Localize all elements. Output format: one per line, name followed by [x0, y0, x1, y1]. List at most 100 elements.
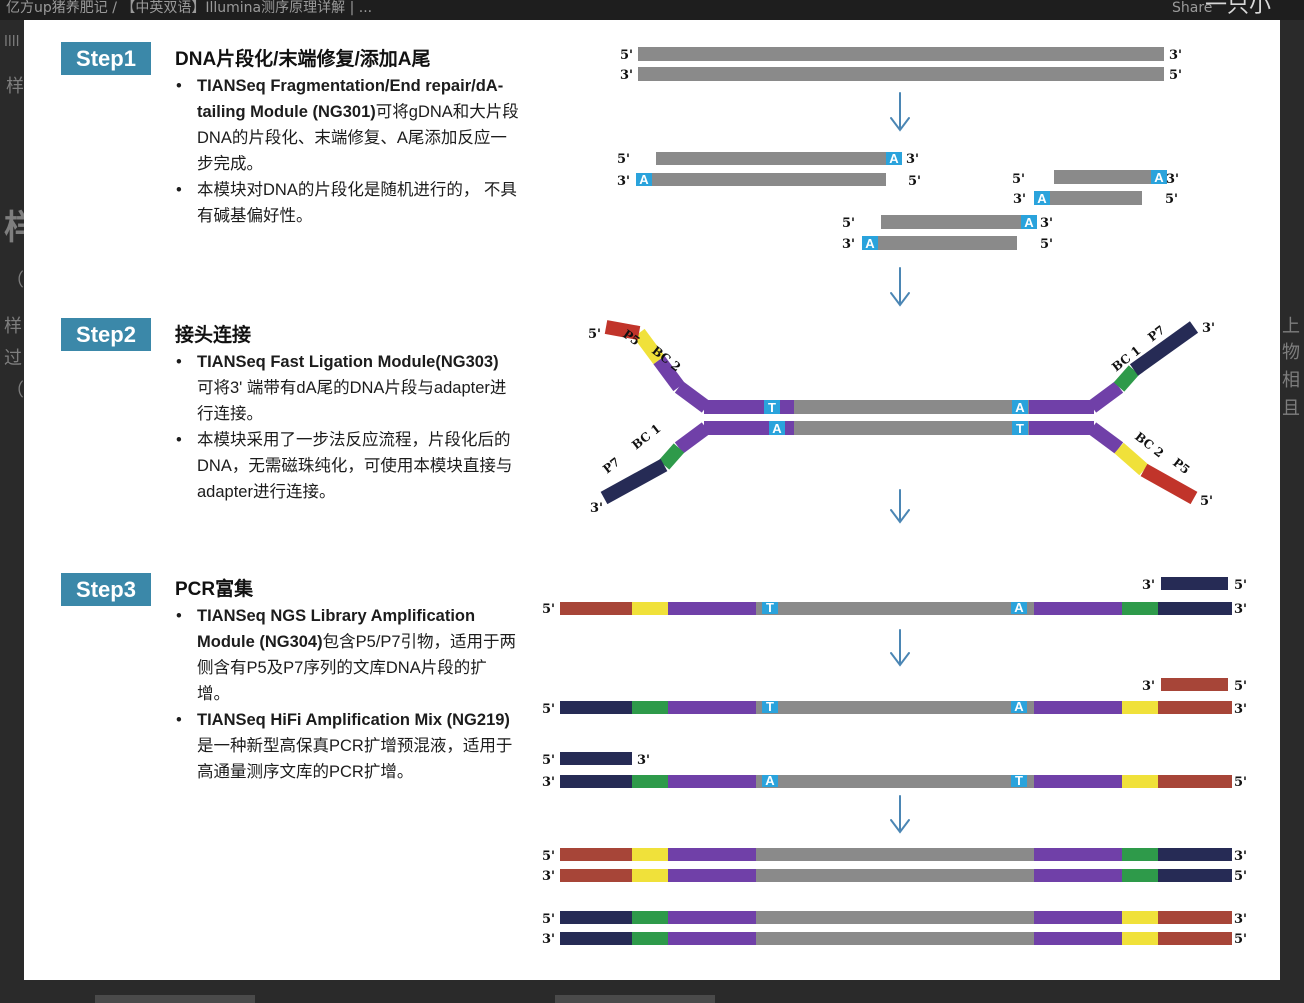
end-label: 3' — [637, 753, 650, 768]
library-strand — [560, 701, 632, 714]
end-label: 5' — [542, 753, 555, 768]
adapter-arm — [658, 443, 685, 470]
base-box — [862, 236, 878, 250]
bottom-tab[interactable] — [555, 995, 715, 1003]
adapter-arm — [1087, 422, 1124, 454]
end-label: 3' — [617, 174, 630, 189]
adapter-arm — [1114, 442, 1149, 476]
library-product — [668, 911, 756, 924]
step3-bullets: TIANSeq NGS Library Amplification Module… — [174, 603, 519, 785]
end-label: 5' — [1200, 494, 1213, 509]
library-product — [756, 848, 1034, 861]
base-box — [1034, 191, 1050, 205]
end-label: 5' — [908, 174, 921, 189]
dna-fragment — [1054, 170, 1152, 184]
base-box — [762, 602, 778, 614]
base-label: T — [766, 600, 774, 615]
end-label: 5' — [1169, 68, 1182, 83]
base-box — [886, 152, 902, 165]
base-label: T — [766, 699, 774, 714]
end-label: 5' — [542, 912, 555, 927]
base-label: A — [1037, 191, 1047, 206]
step3-badge: Step3 — [61, 573, 151, 606]
dna-fragment — [656, 152, 886, 165]
end-label: 3' — [1234, 602, 1247, 617]
end-label: 3' — [1234, 912, 1247, 927]
end-label: 5' — [1234, 578, 1247, 593]
end-label: 3' — [590, 501, 603, 516]
background-text: 且 — [1282, 398, 1300, 419]
end-label: 3' — [1166, 172, 1179, 187]
share-button[interactable]: Share — [1172, 0, 1213, 16]
library-strand — [1158, 775, 1232, 788]
background-text: 相 — [1282, 370, 1300, 391]
library-product — [1158, 869, 1232, 882]
base-label: A — [1154, 170, 1164, 185]
down-arrow-icon — [890, 795, 910, 834]
end-label: 5' — [1234, 679, 1247, 694]
library-product — [560, 932, 632, 945]
end-label: 3' — [542, 869, 555, 884]
base-box — [1011, 775, 1027, 787]
end-label: 3' — [1202, 321, 1215, 336]
end-label: 3' — [620, 68, 633, 83]
library-prep-figure: Step1 DNA片段化/末端修复/添加A尾 TIANSeq Fragmenta… — [24, 20, 1280, 980]
end-label: 3' — [542, 932, 555, 947]
library-strand — [668, 701, 756, 714]
library-product — [1122, 911, 1158, 924]
library-strand — [632, 701, 668, 714]
adapter-arm — [1087, 381, 1124, 413]
breadcrumb[interactable]: 亿方up猪养肥记 / 【中英双语】Illumina测序原理详解 | ... — [6, 0, 373, 16]
dna-insert — [704, 400, 1094, 414]
dna-fragment — [881, 215, 1021, 229]
library-product — [668, 848, 756, 861]
base-label: A — [865, 236, 875, 251]
base-box — [764, 400, 780, 414]
end-label: 3' — [1013, 192, 1026, 207]
adapter-arm — [653, 355, 685, 392]
adapter-label: P7 — [600, 455, 622, 477]
library-strand — [668, 602, 756, 615]
down-arrow-icon — [890, 489, 910, 524]
library-strand — [632, 775, 668, 788]
end-label: 5' — [1234, 869, 1247, 884]
bullet-item: TIANSeq Fragmentation/End repair/dA-tail… — [174, 73, 519, 177]
end-label: 5' — [542, 602, 555, 617]
library-product — [756, 869, 1034, 882]
adapter-arm — [1113, 365, 1140, 392]
end-label: 5' — [1165, 192, 1178, 207]
bottom-tab[interactable] — [95, 995, 255, 1003]
base-label: T — [1016, 421, 1024, 436]
linker-segment — [1029, 400, 1094, 414]
adapter-arm — [1129, 321, 1199, 376]
base-box — [1021, 215, 1037, 229]
adapter-label: BC 1 — [629, 421, 663, 452]
base-box — [636, 173, 652, 186]
adapter-arm — [633, 328, 665, 365]
library-product — [1122, 869, 1158, 882]
library-strand — [1122, 701, 1158, 714]
background-text: 物 — [1282, 342, 1300, 363]
step2-title: 接头连接 — [175, 325, 252, 346]
linker-segment — [704, 400, 794, 414]
background-text: llll — [4, 34, 20, 50]
base-label: A — [1015, 400, 1025, 415]
end-label: 3' — [1142, 578, 1155, 593]
library-product — [1158, 848, 1232, 861]
library-strand — [560, 775, 632, 788]
down-arrow-icon — [890, 92, 910, 132]
base-box — [1012, 421, 1028, 435]
dna-strand — [638, 47, 1164, 61]
step1-bullets: TIANSeq Fragmentation/End repair/dA-tail… — [174, 73, 519, 229]
dna-fragment — [862, 236, 1017, 250]
background-text: 过 — [4, 348, 22, 369]
bullet-item: 本模块采用了一步法反应流程，片段化后的DNA，无需磁珠纯化，可使用本模块直接与a… — [174, 427, 519, 505]
background-text: （ — [6, 270, 24, 291]
library-product — [632, 869, 668, 882]
step1-title: DNA片段化/末端修复/添加A尾 — [175, 49, 431, 70]
channel-name: 一只小 — [1205, 0, 1272, 18]
step2-badge: Step2 — [61, 318, 151, 351]
library-strand — [1122, 602, 1158, 615]
library-product — [560, 911, 632, 924]
